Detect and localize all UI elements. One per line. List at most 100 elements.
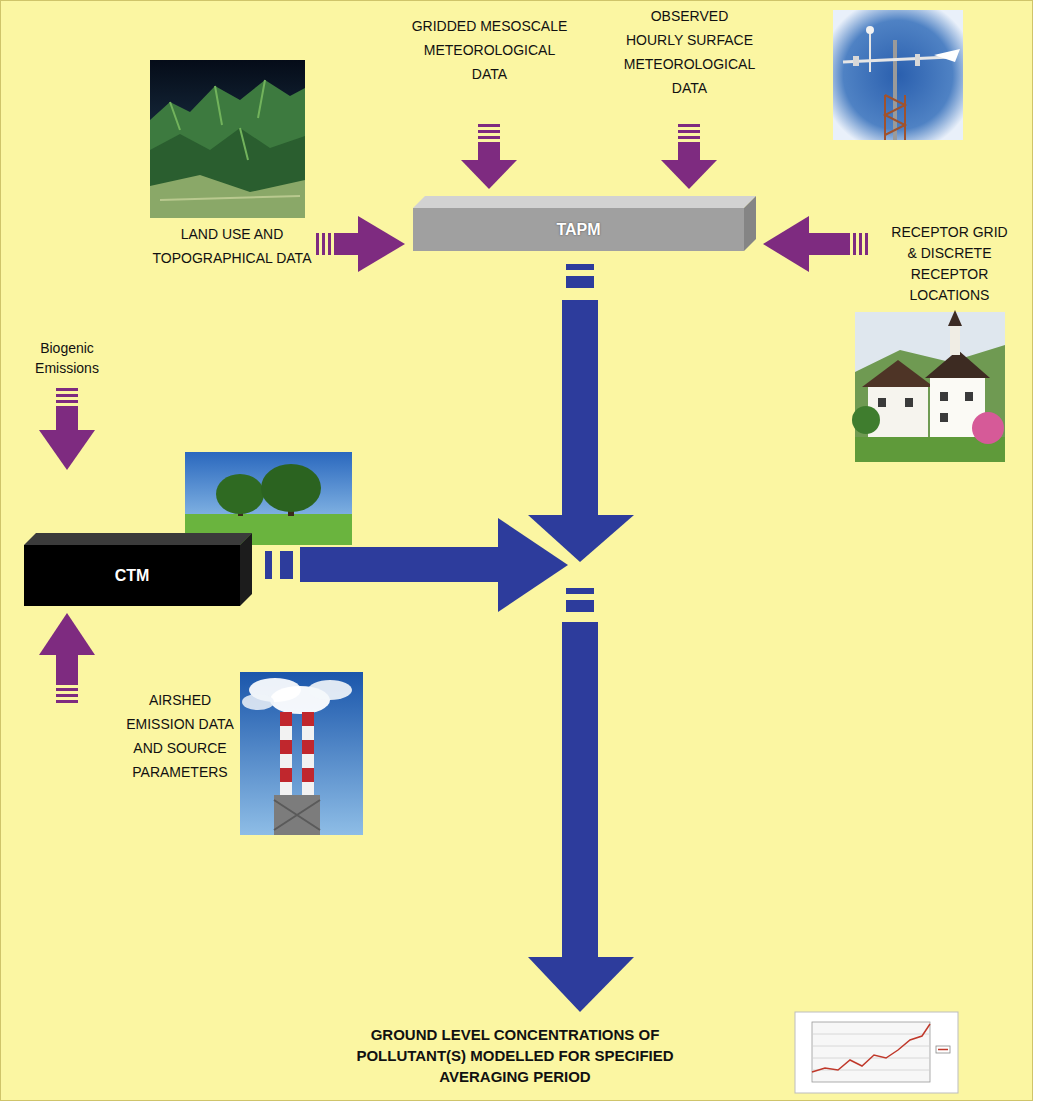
output-arrow xyxy=(566,588,594,594)
input-arrow xyxy=(678,136,700,139)
output-arrow xyxy=(566,276,594,288)
input-arrow xyxy=(39,430,95,470)
output-arrow xyxy=(566,600,594,612)
input-arrow xyxy=(39,613,95,655)
input-label: OBSERVED HOURLY SURFACE METEOROLOGICAL D… xyxy=(621,4,758,100)
box-top-face xyxy=(413,196,756,208)
input-arrow xyxy=(763,216,809,272)
model-box: TAPM xyxy=(413,196,756,251)
output-arrow xyxy=(498,518,568,612)
box-top-face xyxy=(24,533,252,545)
input-arrow xyxy=(328,233,331,255)
smokestack-photo xyxy=(280,768,292,782)
input-arrow xyxy=(853,233,856,255)
input-arrow xyxy=(678,142,700,160)
trees-photo xyxy=(216,474,264,514)
village-photo xyxy=(948,310,962,326)
anemometer-photo xyxy=(893,40,897,140)
input-arrow xyxy=(358,216,405,272)
smokestack-photo xyxy=(308,680,352,700)
village-photo xyxy=(862,360,934,387)
input-label: Biogenic Emissions xyxy=(27,338,107,378)
input-label: RECEPTOR GRID & DISCRETE RECEPTOR LOCATI… xyxy=(887,222,1012,306)
trees-photo xyxy=(185,452,352,545)
chart-thumbnail xyxy=(795,1012,958,1093)
anemometer-photo xyxy=(833,10,963,140)
model-box: CTM xyxy=(24,533,252,606)
output-arrow xyxy=(280,551,293,579)
input-arrow xyxy=(39,613,95,703)
input-arrow xyxy=(478,130,500,133)
input-arrow xyxy=(763,216,868,272)
input-arrow xyxy=(316,233,319,255)
village-photo xyxy=(905,398,913,407)
smokestack-photo xyxy=(280,740,292,754)
input-arrow xyxy=(56,700,78,703)
chart-thumbnail xyxy=(938,1049,948,1051)
output-arrow xyxy=(562,300,598,515)
village-photo xyxy=(972,412,1004,444)
input-arrow xyxy=(661,124,717,189)
input-arrow xyxy=(478,124,500,127)
input-arrow xyxy=(316,216,405,272)
village-photo xyxy=(940,392,948,401)
terrain-photo xyxy=(150,60,305,218)
input-arrow xyxy=(461,160,517,189)
smokestack-photo xyxy=(302,740,314,754)
input-arrow xyxy=(39,388,95,470)
chart-thumbnail xyxy=(812,1024,930,1072)
anemometer-photo xyxy=(885,95,905,140)
input-arrow xyxy=(322,233,325,255)
village-photo xyxy=(965,392,973,401)
smokestack-photo xyxy=(302,768,314,782)
chart-thumbnail xyxy=(795,1012,958,1093)
smokestack-photo xyxy=(302,712,314,726)
village-photo xyxy=(940,413,948,422)
input-arrow xyxy=(809,233,850,255)
terrain-photo xyxy=(150,175,305,218)
input-label: LAND USE AND TOPOGRAPHICAL DATA xyxy=(147,222,317,270)
input-arrow xyxy=(56,394,78,397)
output-arrow xyxy=(562,622,598,957)
terrain-photo xyxy=(150,128,305,218)
terrain-photo xyxy=(150,60,305,218)
anemometer-photo xyxy=(853,56,859,66)
output-arrow xyxy=(528,264,634,562)
smokestack-photo xyxy=(280,712,292,726)
anemometer-photo xyxy=(869,30,871,72)
input-label: AIRSHED EMISSION DATA AND SOURCE PARAMET… xyxy=(120,688,240,784)
anemometer-photo xyxy=(934,49,960,62)
village-photo xyxy=(868,385,928,437)
input-arrow xyxy=(56,388,78,391)
box-face: TAPM xyxy=(413,208,744,251)
input-arrow xyxy=(461,124,517,189)
village-photo xyxy=(855,312,1005,462)
box-title: TAPM xyxy=(556,220,600,239)
box-side-face xyxy=(240,533,252,606)
trees-photo xyxy=(261,464,321,512)
input-arrow xyxy=(56,400,78,403)
input-arrow xyxy=(334,233,358,255)
input-arrow xyxy=(478,142,500,160)
input-arrow xyxy=(56,406,78,430)
output-arrow xyxy=(566,264,594,270)
anemometer-photo xyxy=(833,10,963,140)
chart-thumbnail xyxy=(812,1022,930,1082)
input-arrow xyxy=(865,233,868,255)
smokestack-photo xyxy=(274,795,320,835)
anemometer-photo xyxy=(915,54,920,66)
output-arrow xyxy=(265,518,568,612)
input-arrow xyxy=(678,130,700,133)
terrain-photo xyxy=(150,80,305,218)
smokestack-photo xyxy=(274,800,320,830)
village-photo xyxy=(852,406,880,434)
smokestack-photo xyxy=(240,672,363,835)
output-arrow xyxy=(528,588,634,1012)
box-title: CTM xyxy=(115,566,150,585)
box-side-face xyxy=(744,196,756,251)
output-arrow xyxy=(265,551,272,579)
smokestack-photo xyxy=(242,694,274,710)
input-label: GRIDDED MESOSCALE METEOROLOGICAL DATA xyxy=(407,14,572,86)
input-arrow xyxy=(661,160,717,189)
